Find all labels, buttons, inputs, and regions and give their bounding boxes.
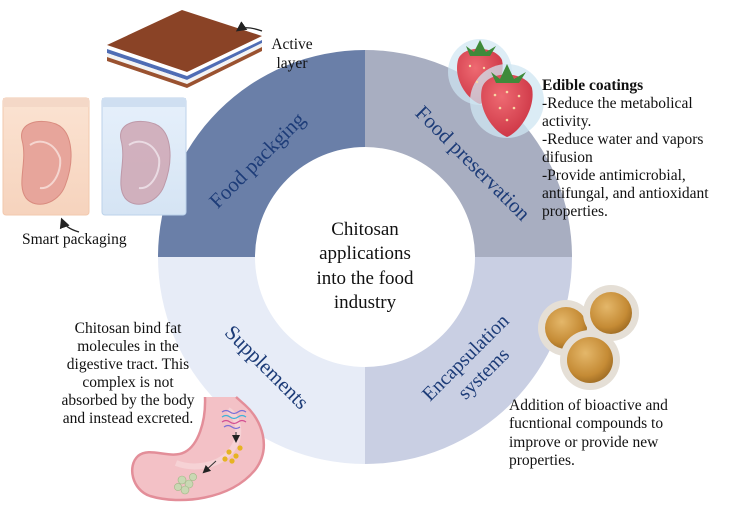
center-title: Chitosan applications into the food indu… bbox=[270, 218, 460, 315]
encapsulation-description: Addition of bioactive and fucntional com… bbox=[509, 397, 668, 469]
edible-coatings-title: Edible coatings bbox=[542, 77, 644, 94]
center-title-line: applications bbox=[319, 243, 411, 265]
edible-coatings-text: Edible coatings -Reduce the metabolical … bbox=[542, 77, 709, 220]
active-layer-sheets-icon bbox=[107, 10, 262, 88]
meat-package-icon bbox=[2, 97, 90, 216]
encapsulation-capsules-icon bbox=[538, 285, 639, 390]
segment-food-packaging bbox=[158, 50, 365, 257]
supplements-description: Chitosan bind fat molecules in the diges… bbox=[61, 320, 195, 427]
segment-encapsulation bbox=[365, 257, 572, 464]
center-title-line: industry bbox=[333, 291, 397, 313]
strawberry-icon bbox=[448, 39, 544, 138]
stomach-icon bbox=[130, 396, 265, 502]
segment-supplements bbox=[158, 257, 365, 464]
active-layer-label: Active layer bbox=[271, 36, 313, 72]
center-title-line: into the food bbox=[316, 267, 414, 289]
center-title-line: Chitosan bbox=[331, 219, 399, 240]
smart-packaging-label: Smart packaging bbox=[22, 231, 127, 248]
smart-packaging-arrow bbox=[59, 217, 80, 233]
ring bbox=[158, 50, 572, 464]
meat-package-spoiled-icon bbox=[101, 97, 187, 216]
active-layer-arrow bbox=[235, 21, 263, 32]
segment-food-preservation bbox=[365, 50, 572, 257]
